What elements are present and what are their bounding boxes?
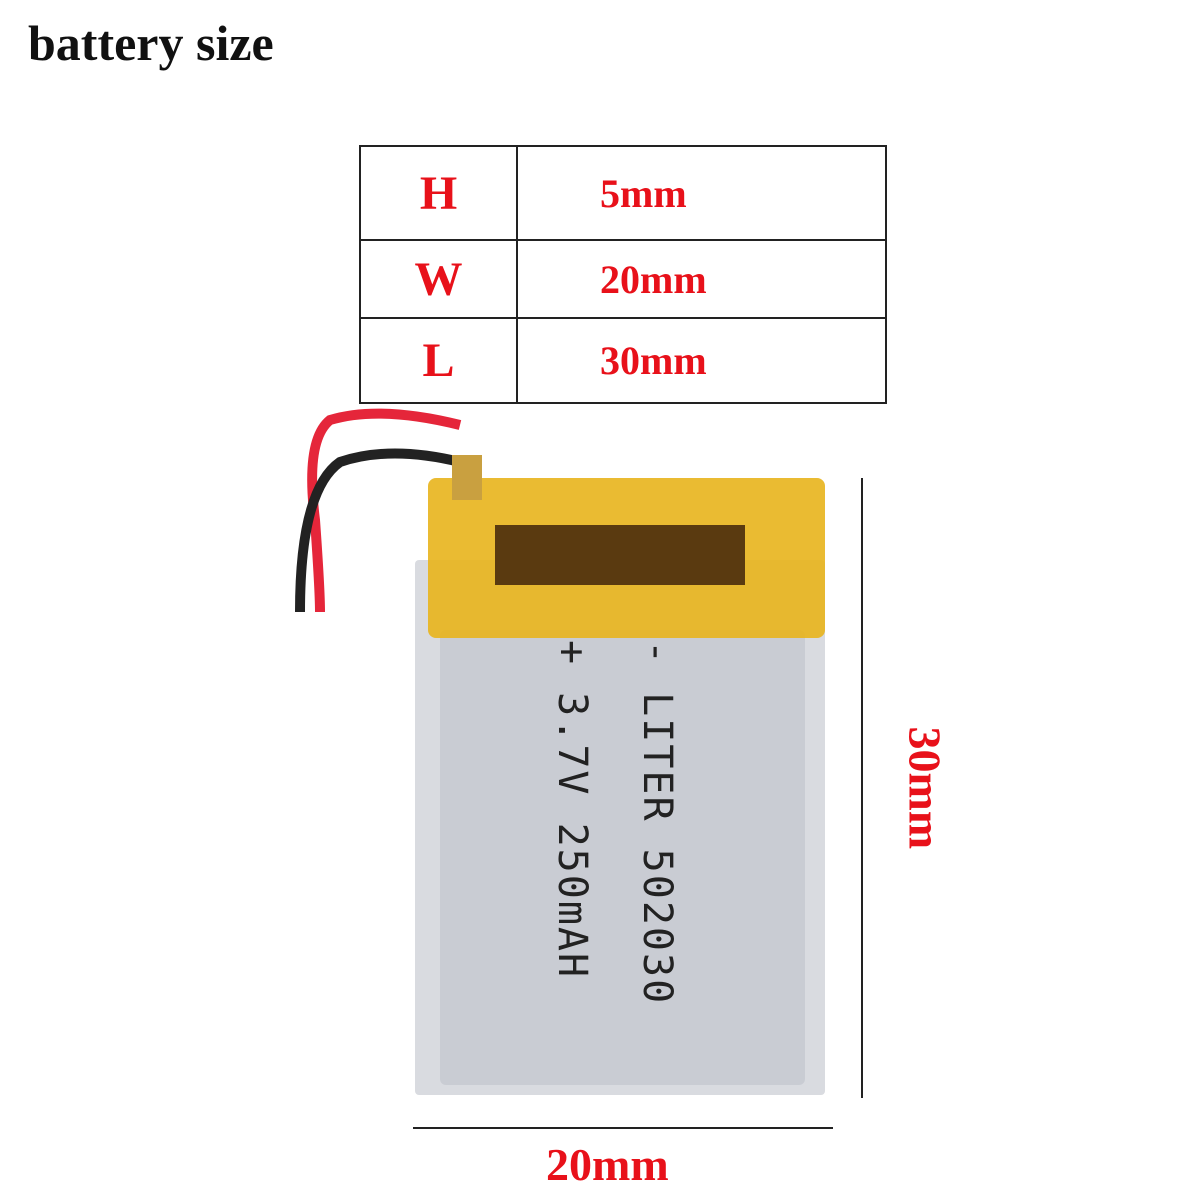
width-label: 20mm [546, 1139, 669, 1190]
dimension-value: 5mm [516, 145, 887, 241]
pcb-board [495, 525, 745, 585]
battery-image [295, 408, 825, 1095]
page-title: battery size [28, 15, 274, 71]
dimension-value: 30mm [516, 317, 887, 404]
red-wire [307, 408, 462, 613]
battery-print-line1: - LITER 502030 [634, 640, 680, 1006]
dimension-value: 20mm [516, 239, 887, 319]
dimension-key: W [359, 239, 518, 319]
cell-body [440, 630, 805, 1085]
battery-print-line2: + 3.7V 250mAH [549, 640, 595, 980]
dimension-key: H [359, 145, 518, 241]
height-label: 30mm [899, 726, 951, 850]
black-wire [295, 448, 462, 613]
dimension-key: L [359, 317, 518, 404]
tab [452, 455, 482, 500]
width-dimension-line [413, 1127, 833, 1129]
height-dimension-line [861, 478, 863, 1098]
